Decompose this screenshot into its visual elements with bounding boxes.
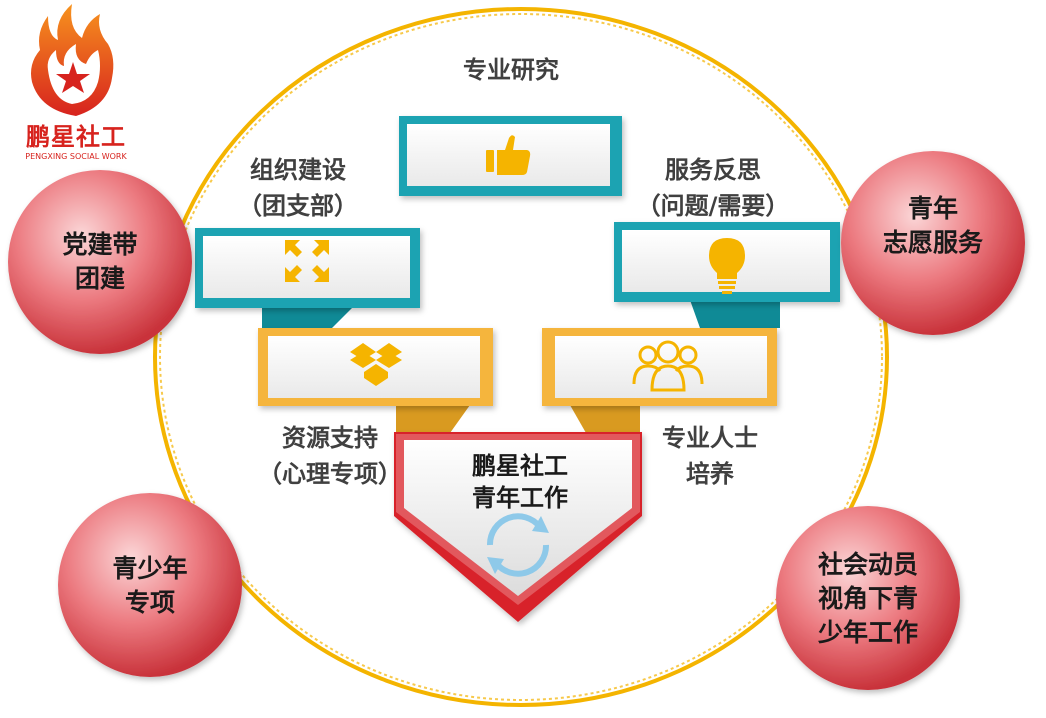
label-professional-training: 专业人士 培养 xyxy=(640,420,780,492)
bubble-text-volunteer: 青年 志愿服务 xyxy=(863,192,1003,260)
expand-arrows-icon xyxy=(285,240,329,282)
bubble-mobilization-line1: 社会动员 xyxy=(817,550,918,579)
bubble-text-party: 党建带 团建 xyxy=(30,228,170,296)
bubble-mobilization-line2: 视角下青 xyxy=(817,584,918,613)
bubble-party-building xyxy=(8,170,192,354)
teal-connector-left xyxy=(262,305,355,330)
bubble-party-line2: 团建 xyxy=(74,264,125,293)
label-training-line1: 专业人士 xyxy=(662,424,758,452)
logo-title: 鹏星社工 xyxy=(26,123,126,151)
gold-connector-left xyxy=(396,405,470,440)
outer-ring xyxy=(153,7,889,707)
label-resource-support: 资源支持 （心理专项） xyxy=(240,420,420,492)
label-organization-line2: （团支部） xyxy=(238,192,358,220)
bubble-party-line1: 党建带 xyxy=(62,230,138,259)
bubble-text-youth-special: 青少年 专项 xyxy=(80,552,220,620)
label-organization-building: 组织建设 （团支部） xyxy=(218,152,378,224)
dropbox-icon xyxy=(350,343,402,386)
bubble-youth-volunteer xyxy=(841,151,1025,335)
label-reflection-line1: 服务反思 xyxy=(665,156,761,184)
thumbs-up-icon xyxy=(486,135,531,175)
label-organization-line1: 组织建设 xyxy=(250,156,346,184)
people-icon xyxy=(632,340,704,392)
bubble-youth-special xyxy=(58,493,242,677)
bubble-youth-line2: 专项 xyxy=(124,588,175,617)
label-service-reflection: 服务反思 （问题/需要） xyxy=(618,152,808,224)
refresh-icon xyxy=(486,513,550,577)
bubble-volunteer-line2: 志愿服务 xyxy=(882,228,983,257)
logo-subtitle: PENGXING SOCIAL WORK xyxy=(25,152,127,161)
bubble-mobilization-line3: 少年工作 xyxy=(817,618,918,647)
label-resource-line1: 资源支持 xyxy=(282,424,378,452)
bubble-social-mobilization xyxy=(776,506,960,690)
label-professional-research: 专业研究 xyxy=(463,56,559,84)
gold-connector-right xyxy=(570,405,640,440)
label-resource-line2: （心理专项） xyxy=(258,460,402,488)
teal-connector-right xyxy=(690,300,780,328)
card-organization-building xyxy=(195,228,420,308)
center-title-line1: 鹏星社工 xyxy=(472,452,568,480)
lightbulb-icon xyxy=(709,238,745,294)
logo-flame-icon xyxy=(31,4,114,116)
label-reflection-line2: （问题/需要） xyxy=(636,192,790,220)
bubble-text-mobilization: 社会动员 视角下青 少年工作 xyxy=(798,548,938,650)
bubble-volunteer-line1: 青年 xyxy=(907,194,958,223)
label-training-line2: 培养 xyxy=(686,460,734,488)
bubble-youth-line1: 青少年 xyxy=(112,554,188,583)
center-title: 鹏星社工 青年工作 xyxy=(430,450,610,514)
center-title-line2: 青年工作 xyxy=(472,484,568,512)
